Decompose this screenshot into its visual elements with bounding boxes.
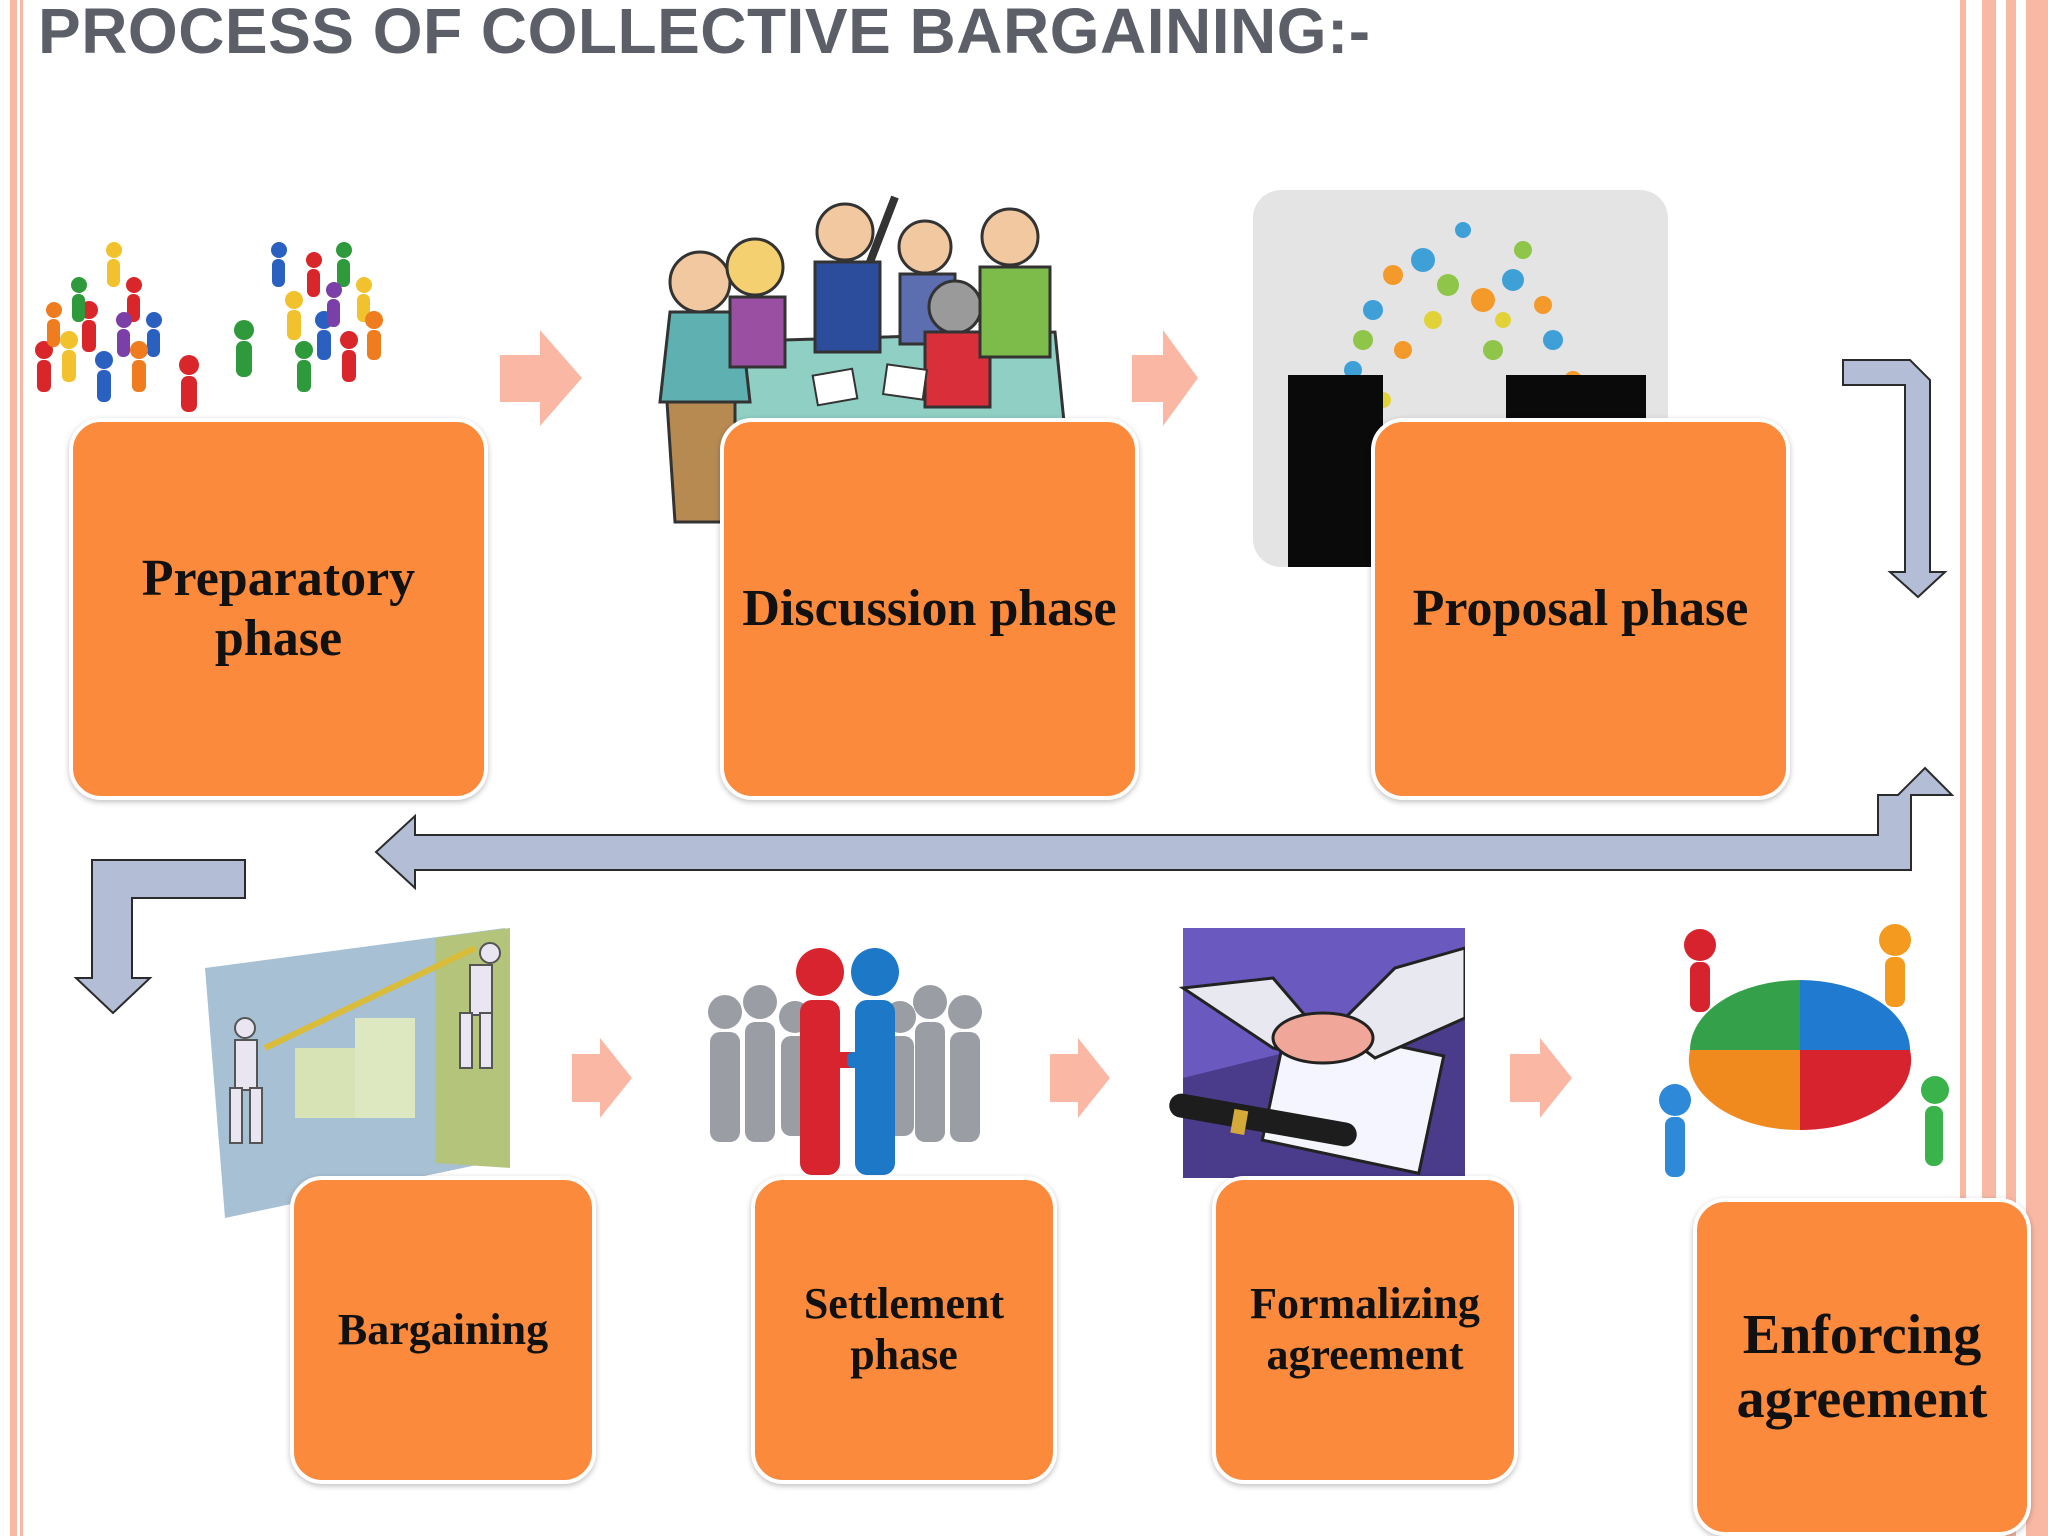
right-stripe	[1960, 0, 1966, 1536]
slide-title: PROCESS OF COLLECTIVE BARGAINING:-	[38, 0, 1371, 67]
step-label-enforcing: Enforcing agreement	[1736, 1303, 1988, 1430]
step-box-formalizing: Formalizing agreement	[1212, 1176, 1518, 1484]
handshake-figures-image	[695, 942, 995, 1177]
people-pawns-crowd-image	[14, 190, 434, 490]
handshake-document-pen-image	[1163, 928, 1465, 1178]
tug-of-war-image	[205, 928, 510, 1218]
step-box-enforcing: Enforcing agreement	[1693, 1198, 2031, 1536]
step-label-proposal: Proposal phase	[1412, 580, 1749, 638]
step-label-settlement: Settlement phase	[803, 1279, 1005, 1379]
step-label-discussion: Discussion phase	[742, 580, 1117, 638]
flow-arrow-1	[500, 330, 582, 426]
hands	[1271, 1011, 1375, 1065]
right-stripe-4	[2026, 0, 2048, 1536]
step-box-settlement: Settlement phase	[751, 1176, 1057, 1484]
right-stripe-3	[2006, 0, 2016, 1536]
red-blue-figures	[796, 948, 899, 1175]
meeting-table-cartoon-image	[655, 192, 1075, 562]
step-label-formalizing: Formalizing agreement	[1250, 1279, 1480, 1379]
flow-arrow-4	[1050, 1038, 1110, 1118]
puzzle-team-image	[1645, 920, 1950, 1250]
flow-arrow-3	[572, 1038, 632, 1118]
rope	[263, 945, 477, 1051]
left-stripe-2	[20, 0, 23, 1536]
tug-figures	[229, 942, 501, 1144]
step-label-bargaining: Bargaining	[337, 1304, 549, 1354]
left-head-silhouette	[1288, 375, 1383, 567]
return-connector-arrow	[374, 766, 1955, 891]
right-stripe-2	[1982, 0, 1996, 1536]
bent-down-arrow-left	[73, 859, 246, 1015]
step-label-preparatory: Preparatory phase	[141, 550, 416, 667]
puzzle-pieces	[1688, 980, 1912, 1131]
flow-arrow-2	[1132, 330, 1198, 426]
step-box-discussion: Discussion phase	[720, 418, 1139, 800]
flow-arrow-5	[1510, 1038, 1572, 1118]
left-stripe	[10, 0, 17, 1536]
bent-down-arrow-right	[1842, 359, 1948, 599]
step-box-bargaining: Bargaining	[290, 1176, 596, 1484]
team-figures	[1659, 924, 1949, 1177]
step-box-preparatory: Preparatory phase	[69, 418, 488, 800]
meeting-scene	[658, 195, 1067, 524]
gear-dots	[1335, 222, 1591, 418]
pawn-figures	[35, 242, 383, 412]
step-box-proposal: Proposal phase	[1371, 418, 1790, 800]
fountain-pen	[1169, 1093, 1357, 1147]
